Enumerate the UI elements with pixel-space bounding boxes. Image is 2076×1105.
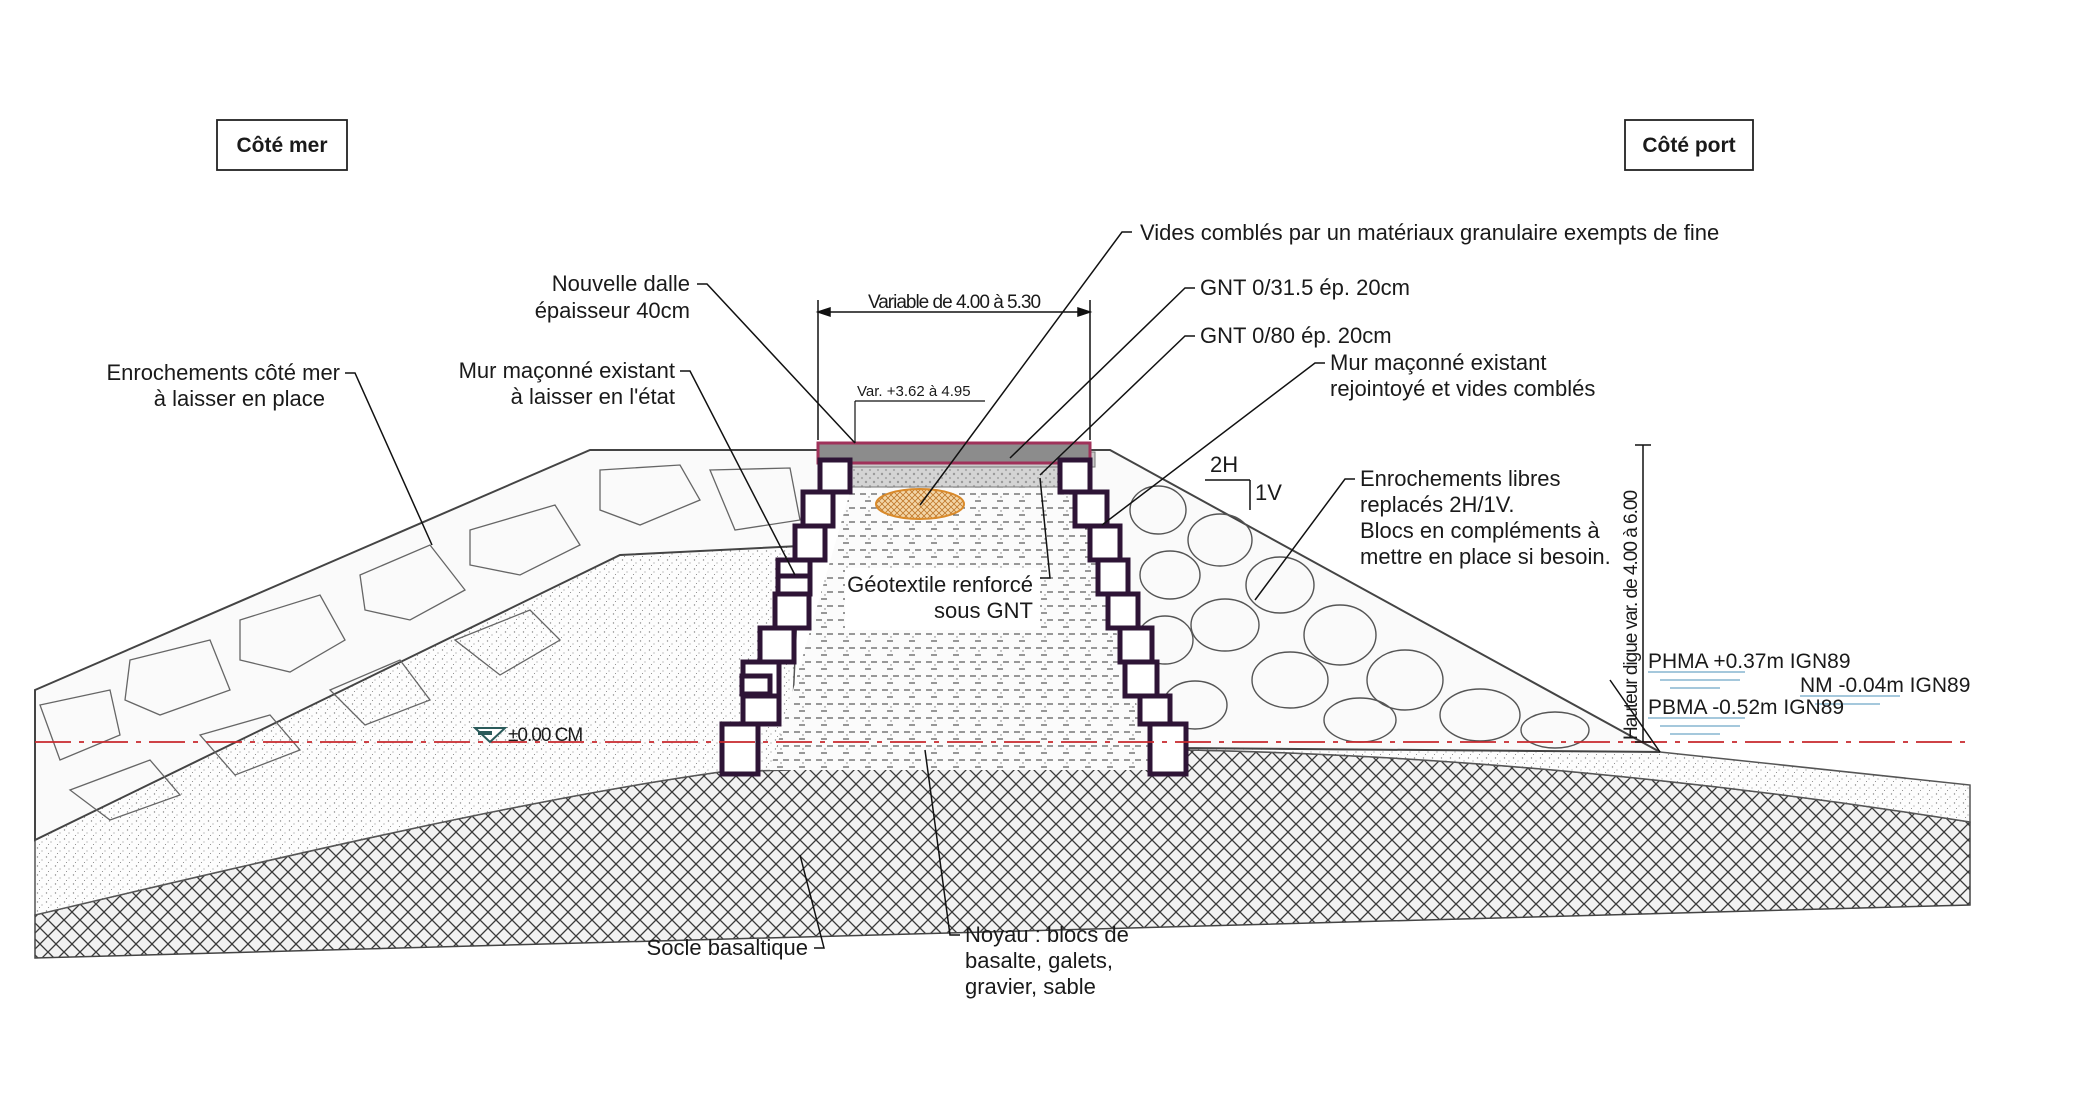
new-slab	[816, 441, 1092, 465]
pbma-label: PBMA -0.52m IGN89	[1648, 696, 1844, 719]
sea-rock-blocks	[39, 464, 801, 821]
slope-indicator	[1205, 479, 1251, 510]
callout-noyau-2: basalte, galets,	[965, 948, 1113, 973]
callout-gnt-80: GNT 0/80 ép. 20cm	[1200, 323, 1392, 348]
callout-enroch-libres-2: replacés 2H/1V.	[1360, 492, 1515, 517]
height-dimension	[1609, 444, 1661, 753]
callout-mur-rejoint-2: rejointoyé et vides comblés	[1330, 376, 1595, 401]
sea-side-fill	[34, 544, 801, 916]
slope-h-label: 2H	[1210, 452, 1238, 477]
port-rock-blocks	[1129, 485, 1590, 749]
port-side-fill	[1179, 747, 1971, 823]
callout-geotextile-2: sous GNT	[934, 598, 1033, 623]
masonry-wall-port-side	[1057, 457, 1189, 777]
callout-mur-etat-2: à laisser en l'état	[511, 384, 675, 409]
callout-enroch-libres-1: Enrochements libres	[1360, 466, 1561, 491]
sea-side-label: Côté mer	[236, 134, 327, 157]
masonry-wall-sea-side	[719, 457, 853, 777]
phma-label: PHMA +0.37m IGN89	[1648, 650, 1851, 673]
callout-socle: Socle basaltique	[647, 935, 808, 960]
callout-mur-etat-1: Mur maçonné existant	[459, 358, 675, 383]
datum-label: ±0.00 CM	[508, 725, 582, 746]
water-level-lines	[1648, 671, 1900, 735]
port-side-label: Côté port	[1642, 134, 1735, 157]
leader-lines	[345, 231, 1355, 949]
sea-side-label-box: Côté mer	[216, 119, 348, 171]
port-side-label-box: Côté port	[1624, 119, 1754, 171]
gnt-0-80-layer	[839, 464, 1086, 488]
callout-vides: Vides comblés par un matériaux granulair…	[1140, 220, 1719, 245]
callout-enroch-mer-2: à laisser en place	[154, 386, 325, 411]
callout-noyau-1: Noyau : blocs de	[965, 922, 1129, 947]
geotextile-label-bg	[845, 568, 1040, 630]
callout-geotextile-1: Géotextile renforcé	[847, 572, 1033, 597]
callout-mur-rejoint-1: Mur maçonné existant	[1330, 350, 1546, 375]
slope-v-label: 1V	[1255, 480, 1282, 505]
callout-dalle-2: épaisseur 40cm	[535, 298, 690, 323]
callout-enroch-libres-3: Blocs en compléments à	[1360, 518, 1600, 543]
top-level-label: Var. +3.62 à 4.95	[857, 383, 971, 400]
callout-dalle-1: Nouvelle dalle	[552, 271, 690, 296]
callout-enroch-libres-4: mettre en place si besoin.	[1360, 544, 1611, 569]
callout-enroch-mer-1: Enrochements côté mer	[106, 360, 340, 385]
height-label: Hauteur digue var. de 4.00 à 6.00	[1621, 491, 1642, 740]
width-dimension	[815, 300, 1093, 440]
nm-label: NM -0.04m IGN89	[1800, 674, 1970, 697]
width-label: Variable de 4.00 à 5.30	[868, 292, 1041, 313]
callout-gnt-315: GNT 0/31.5 ép. 20cm	[1200, 275, 1410, 300]
callout-noyau-3: gravier, sable	[965, 974, 1096, 999]
